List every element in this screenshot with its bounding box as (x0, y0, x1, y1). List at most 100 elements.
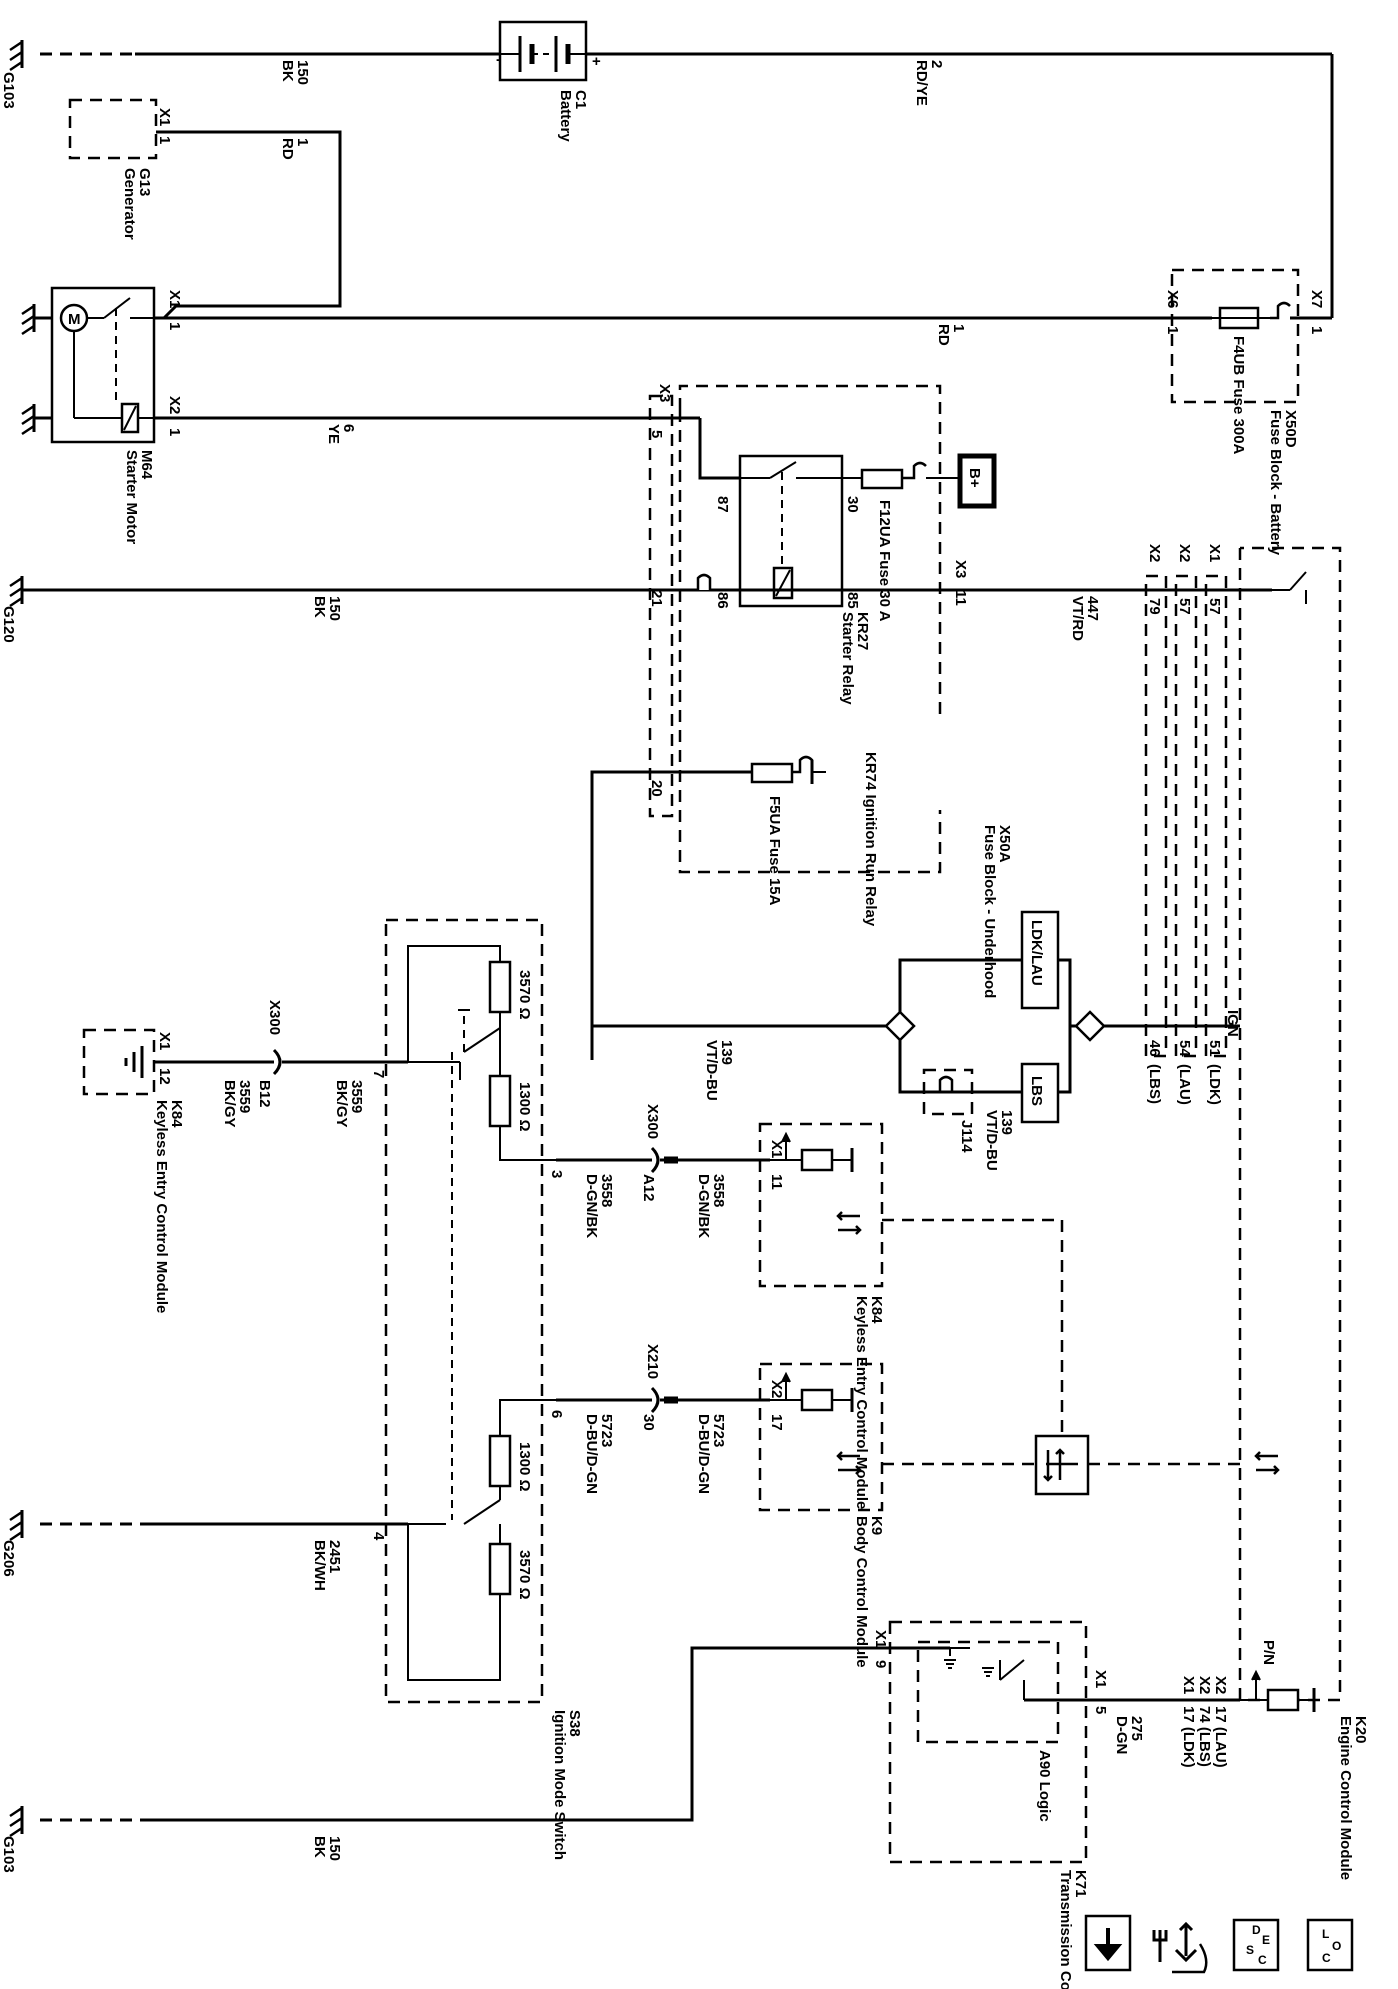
svg-text:LBS: LBS (1028, 1076, 1045, 1106)
svg-text:L: L (1322, 1927, 1329, 1941)
ground-g103-bottom: G103 (0, 1804, 24, 1873)
svg-text:57: 57 (1176, 598, 1193, 615)
svg-text:X2: X2 (1146, 544, 1163, 562)
wire-relay-87 (698, 418, 740, 480)
svg-text:G120: G120 (0, 606, 17, 643)
svg-text:-: - (496, 51, 501, 68)
svg-text:M64: M64 (138, 450, 155, 480)
starter-relay-kr27: 87 30 86 85 KR27 Starter Relay (714, 454, 871, 705)
svg-text:Body Control Module: Body Control Module (853, 1516, 870, 1668)
svg-text:S: S (1246, 1943, 1254, 1957)
svg-text:G13: G13 (136, 168, 153, 196)
wire-rd-main-color: RD (935, 324, 952, 346)
wire-rdye-color: RD/YE (913, 60, 930, 106)
svg-text:A90 Logic: A90 Logic (1036, 1750, 1053, 1822)
svg-text:57: 57 (1206, 598, 1223, 615)
svg-text:30: 30 (844, 496, 861, 513)
svg-text:X1: X1 (768, 1140, 785, 1158)
ground-g206: G206 (0, 1508, 24, 1577)
svg-text:K84: K84 (168, 1100, 185, 1128)
svg-text:X1: X1 (1180, 1676, 1197, 1694)
run-relay-and-fuse-f5ua: F5UA Fuse 15A KR74 Ignition Run Relay (590, 752, 879, 1060)
svg-text:F5UA Fuse 15A: F5UA Fuse 15A (766, 796, 783, 906)
desc-icon[interactable]: D E S C (1232, 1918, 1280, 1972)
wire-vtrd-color: VT/RD (1069, 596, 1086, 641)
svg-text:46: 46 (1146, 1040, 1163, 1057)
fuse-block-battery-x50d: X6 1 X7 1 F4UB Fuse 300A X50D Fuse Block… (1164, 268, 1332, 556)
svg-text:+: + (592, 53, 601, 70)
loc-icon[interactable]: L O C (1306, 1918, 1354, 1972)
wire-447-num: 447 (1084, 596, 1101, 621)
svg-text:F12UA Fuse 30 A: F12UA Fuse 30 A (876, 500, 893, 622)
down-arrow-icon[interactable] (1084, 1914, 1132, 1972)
svg-text:X3: X3 (656, 384, 673, 402)
ground-g120: G120 (0, 574, 24, 643)
svg-text:1300 Ω: 1300 Ω (516, 1442, 533, 1492)
svg-text:4: 4 (370, 1532, 387, 1541)
wire-dgn-color: D-GN (1113, 1716, 1130, 1754)
svg-text:51: 51 (1206, 1040, 1223, 1057)
wire-2451-num: 2451 (326, 1540, 343, 1573)
wire-bk-bot-color: BK (311, 1836, 328, 1858)
wire-275-num: 275 (1128, 1716, 1145, 1741)
svg-text:E: E (1262, 1933, 1270, 1947)
svg-text:F4UB Fuse 300A: F4UB Fuse 300A (1230, 336, 1247, 455)
svg-text:X50D: X50D (1282, 410, 1299, 448)
data-arrows-icon-ecm (1254, 1451, 1280, 1475)
svg-text:P/N: P/N (1260, 1640, 1277, 1665)
wire-bkwh-color: BK/WH (311, 1540, 328, 1591)
ldk-lau-module: LDK/LAU (1020, 910, 1060, 1010)
svg-text:(LAU): (LAU) (1176, 1064, 1193, 1105)
svg-text:Fuse Block - Battery: Fuse Block - Battery (1267, 410, 1284, 556)
svg-text:Engine Control Module: Engine Control Module (1337, 1716, 1354, 1880)
svg-text:A12: A12 (640, 1174, 657, 1202)
svg-text:20: 20 (648, 780, 665, 797)
ground-g103-top: G103 (0, 38, 24, 109)
svg-text:Starter Relay: Starter Relay (839, 612, 856, 705)
battery-c1: - + C1 Battery (496, 20, 601, 142)
svg-text:1300 Ω: 1300 Ω (516, 1082, 533, 1132)
wire-bk-color: BK (279, 60, 296, 82)
svg-text:X7: X7 (1308, 290, 1325, 308)
wire-bk-mid-color: BK (311, 596, 328, 618)
serial-data-gateway-icon (1034, 1434, 1090, 1496)
serial-data-link-keyless (882, 1218, 1064, 1454)
wire-150-mid-num: 150 (326, 596, 343, 621)
svg-text:X2: X2 (1176, 544, 1193, 562)
svg-text:Battery: Battery (557, 90, 574, 142)
svg-text:3570 Ω: 3570 Ω (516, 970, 533, 1020)
svg-text:21: 21 (648, 590, 665, 607)
wrench-tool-icon[interactable] (1152, 1921, 1208, 1974)
wire-dbudgn-b-color: D-BU/D-GN (695, 1414, 712, 1494)
svg-text:9: 9 (872, 1660, 889, 1668)
svg-text:87: 87 (714, 496, 731, 513)
svg-text:X1: X1 (1092, 1670, 1109, 1688)
svg-text:X3: X3 (952, 560, 969, 578)
motor-m-icon: M (68, 311, 81, 328)
data-arrows-icon-bcm (836, 1451, 862, 1475)
svg-text:11: 11 (768, 1174, 785, 1190)
svg-text:(LDK): (LDK) (1206, 1064, 1223, 1105)
wire-rd-gen-color: RD (279, 138, 296, 160)
wire-139b-num: 139 (998, 1110, 1015, 1135)
wire-150-bk-bottom (140, 1646, 950, 1822)
svg-text:X2: X2 (1212, 1676, 1229, 1694)
svg-text:3: 3 (548, 1170, 565, 1178)
svg-text:Ignition Mode Switch: Ignition Mode Switch (551, 1710, 568, 1860)
svg-text:74 (LBS): 74 (LBS) (1196, 1706, 1213, 1767)
svg-text:Transmission Control Module: Transmission Control Module (1057, 1870, 1074, 1989)
wire-2-num: 2 (928, 60, 945, 68)
inline-connector-x210-30: X210 30 (640, 1344, 661, 1431)
svg-text:G103: G103 (0, 72, 17, 109)
wire-vtdbu-a-color: VT/D-BU (703, 1040, 720, 1101)
svg-text:O: O (1332, 1939, 1341, 1953)
j114-splice: J114 (900, 1068, 975, 1153)
keyless-entry-k84-upper: X1 11 K84 Keyless Entry Control Module (758, 1122, 885, 1509)
svg-text:B12: B12 (256, 1080, 273, 1108)
svg-text:X300: X300 (644, 1104, 661, 1139)
wire-dbudgn-a-color: D-BU/D-GN (583, 1414, 600, 1494)
svg-text:3570 Ω: 3570 Ω (516, 1550, 533, 1600)
svg-text:X300: X300 (266, 1000, 283, 1035)
svg-text:C1: C1 (572, 90, 589, 109)
generator-g13: X1 1 G13 Generator (68, 98, 173, 240)
